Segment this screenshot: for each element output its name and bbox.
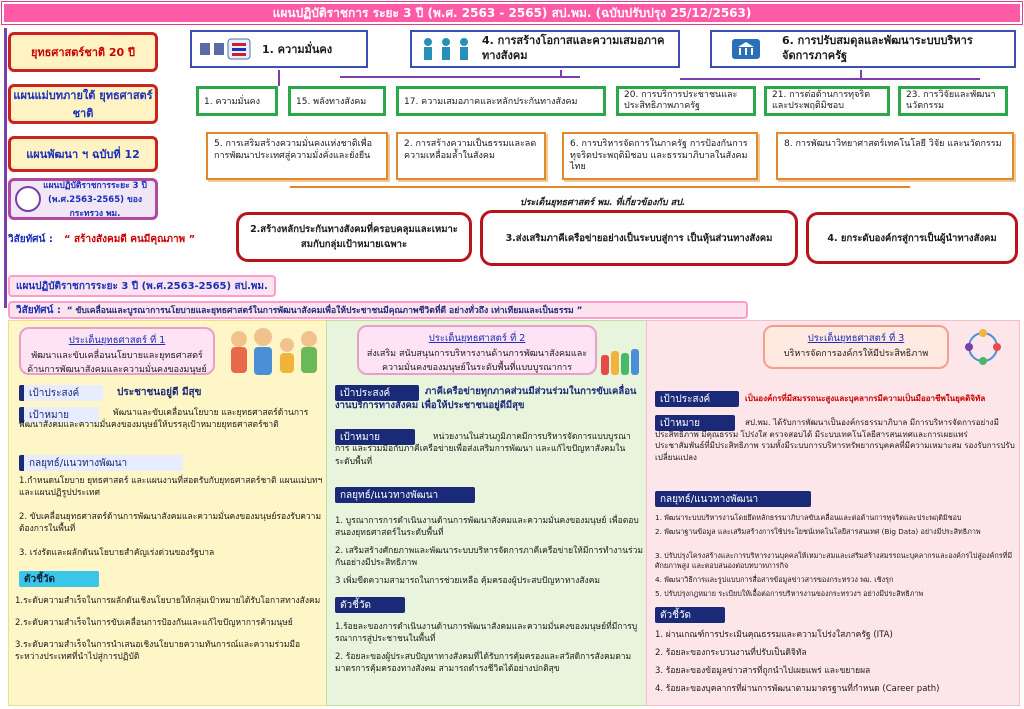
indicator-2-item-1: 1.ร้อยละของการดำเนินงานด้านการพัฒนาสังคม…: [335, 622, 638, 645]
page-title-banner: แผนปฏิบัติราชการ ระยะ 3 ปี (พ.ศ. 2563 - …: [1, 1, 1023, 25]
indicator-3-item-1: 1. ผ่านเกณฑ์การประเมินคุณธรรมและความโปร่…: [655, 630, 893, 640]
strategy-issue-1-text: พัฒนาและขับเคลื่อนนโยบายและยุทธศาสตร์ด้า…: [27, 351, 207, 375]
ministry-seal-icon: [15, 186, 41, 212]
strategy-issue-3: ประเด็นยุทธศาสตร์ ที่ 3 บริหารจัดการองค์…: [763, 325, 949, 369]
indicator-3-item-4: 4. ร้อยละของบุคลากรที่ผ่านการพัฒนาตามมาต…: [655, 684, 940, 694]
master-plan-label: แผนแม่บทภายใต้ ยุทธศาสตร์ชาติ: [8, 84, 158, 124]
strategy-issue-2-text: ส่งเสริม สนับสนุนการบริหารงานด้านการพัฒน…: [366, 349, 588, 373]
security-icon: [198, 35, 254, 63]
objective-3: เป็นองค์กรที่มีสมรรถนะสูงและบุคลากรมีควา…: [745, 394, 986, 403]
national-strategy-4-label: 4. การสร้างโอกาสและความเสมอภาคทางสังคม: [482, 34, 665, 62]
strategy-column-3: ประเด็นยุทธศาสตร์ ที่ 3 บริหารจัดการองค์…: [646, 320, 1020, 706]
strategy-issue-1-title: ประเด็นยุทธศาสตร์ ที่ 1: [68, 335, 166, 346]
connector: [860, 70, 862, 80]
strategy-1-item-2: 2. ขับเคลื่อนยุทธศาสตร์ด้านการพัฒนาสังคม…: [19, 512, 322, 535]
office-plan-label: แผนปฏิบัติราชการระยะ 3 ปี (พ.ศ.2563-2565…: [8, 275, 276, 297]
objective-label-3: เป้าประสงค์: [655, 391, 739, 407]
connector: [278, 70, 280, 86]
national-strategy-6: 6. การปรับสมดุลและพัฒนาระบบบริหารจัดการภ…: [710, 30, 1016, 68]
vision2-label: วิสัยทัศน์ :: [16, 304, 61, 316]
strategy-label-1: กลยุทธ์/แนวทางพัฒนา: [19, 455, 183, 471]
strategy-3-item-5: 5. ปรับปรุงกฎหมาย ระเบียบให้เอื้อต่อการบ…: [655, 589, 924, 598]
national-strategy-1-label: 1. ความมั่นคง: [262, 43, 333, 56]
indicator-label-2: ตัวชี้วัด: [335, 597, 405, 613]
strategy-1-item-1: 1.กำหนดนโยบาย ยุทธศาสตร์ และแผนงานที่สอด…: [19, 476, 323, 499]
target-label-2: เป้าหมาย: [335, 429, 415, 445]
strategy-issue-2: ประเด็นยุทธศาสตร์ ที่ 2 ส่งเสริม สนับสนุ…: [357, 325, 597, 375]
master-plan-21: 21. การต่อต้านการทุจริตและประพฤติมิชอบ: [764, 86, 890, 116]
connector: [290, 186, 910, 188]
strategy-3-item-2: 2. พัฒนาฐานข้อมูล และเสริมสร้างการใช้ประ…: [655, 527, 981, 536]
vision1-label: วิสัยทัศน์ :: [8, 234, 53, 245]
master-plan-17: 17. ความเสมอภาคและหลักประกันทางสังคม: [396, 86, 606, 116]
objective-label-2: เป้าประสงค์: [335, 385, 419, 401]
dev-plan-2: 2. การสร้างความเป็นธรรมและลดความเหลื่อมล…: [396, 132, 546, 180]
connector: [680, 78, 980, 80]
government-building-icon: [718, 35, 774, 63]
target-2: หน่วยงานในส่วนภูมิภาคมีการบริหารจัดการแบ…: [335, 432, 631, 467]
ministry-issues-label: ประเด็นยุทธศาสตร์ พม. ที่เกี่ยวข้องกับ ส…: [520, 198, 686, 208]
ministry-issue-4: 4. ยกระดับองค์กรสู่การเป็นผู้นำทางสังคม: [806, 212, 1018, 264]
family-illustration: [221, 325, 325, 377]
indicator-1-item-1: 1.ระดับความสำเร็จในการผลักดันเชิงนโยบายใ…: [15, 596, 321, 606]
connector: [340, 76, 580, 78]
people-icon: [418, 35, 474, 63]
dev-plan-6: 6. การบริหารจัดการในภาครัฐ การป้องกันการ…: [562, 132, 758, 180]
target-label-3: เป้าหมาย: [655, 415, 735, 431]
strategy-label-2: กลยุทธ์/แนวทางพัฒนา: [335, 487, 475, 503]
connector: [560, 70, 562, 78]
objective-label-1: เป้าประสงค์: [19, 385, 103, 401]
strategy-label-3: กลยุทธ์/แนวทางพัฒนา: [655, 491, 811, 507]
strategy-column-2: ประเด็นยุทธศาสตร์ ที่ 2 ส่งเสริม สนับสนุ…: [326, 320, 648, 706]
objective-2: ภาคีเครือข่ายทุกภาคส่วนมีส่วนร่วมในการขั…: [335, 386, 637, 412]
strategy-3-item-1: 1. พัฒนาระบบบริหารงานโดยยึดหลักธรรมาภิบา…: [655, 513, 962, 522]
strategy-column-1: ประเด็นยุทธศาสตร์ ที่ 1 พัฒนาและขับเคลื่…: [8, 320, 330, 706]
target-1: พัฒนาและขับเคลื่อนนโยบาย และยุทธศาสตร์ด้…: [19, 408, 309, 431]
left-connector: [4, 28, 7, 308]
national-strategy-6-label: 6. การปรับสมดุลและพัฒนาระบบบริหารจัดการภ…: [782, 34, 973, 62]
strategy-issue-3-title: ประเด็นยุทธศาสตร์ ที่ 3: [807, 333, 905, 344]
national-strategy-4: 4. การสร้างโอกาสและความเสมอภาคทางสังคม: [410, 30, 680, 68]
strategy-2-item-1: 1. บูรณาการการดำเนินงานด้านการพัฒนาสังคม…: [335, 516, 639, 539]
master-plan-1: 1. ความมั่นคง: [196, 86, 278, 116]
strategy-3-item-3: 3. ปรับปรุงโครงสร้างและการบริหารงานบุคคล…: [655, 551, 1013, 571]
indicator-3-item-2: 2. ร้อยละของกระบวนงานที่ปรับเป็นดิจิทัล: [655, 648, 807, 658]
strategy-2-item-2: 2. เสริมสร้างศักยภาพและพัฒนาระบบบริหารจั…: [335, 546, 643, 569]
ministry-plan-text: แผนปฏิบัติราชการระยะ 3 ปี (พ.ศ.2563-2565…: [43, 181, 147, 219]
national-strategy-label: ยุทธศาสตร์ชาติ 20 ปี: [8, 32, 158, 72]
indicator-3-item-3: 3. ร้อยละของข้อมูลข่าวสารที่ถูกนำไปเผยแพ…: [655, 666, 871, 676]
indicator-label-1: ตัวชี้วัด: [19, 571, 99, 587]
vision2-text: “ ขับเคลื่อนและบูรณาการนโยบายและยุทธศาสต…: [66, 306, 583, 316]
dev-plan-5: 5. การเสริมสร้างความมั่นคงแห่งชาติเพื่อก…: [206, 132, 388, 180]
ministry-issue-2: 2.สร้างหลักประกันทางสังคมที่ครอบคลุมและเ…: [236, 212, 472, 262]
vision1-text: “ สร้างสังคมดี คนมีคุณภาพ ”: [64, 234, 196, 245]
target-label-1: เป้าหมาย: [19, 407, 99, 423]
vision2-bar: วิสัยทัศน์ : “ ขับเคลื่อนและบูรณาการนโยบ…: [8, 301, 748, 319]
national-strategy-1: 1. ความมั่นคง: [190, 30, 368, 68]
strategy-issue-3-text: บริหารจัดการองค์กรให้มีประสิทธิภาพ: [783, 349, 929, 359]
strategy-issue-1: ประเด็นยุทธศาสตร์ ที่ 1 พัฒนาและขับเคลื่…: [19, 327, 215, 375]
strategy-3-item-4: 4. พัฒนาวิธีการและรูปแบบการสื่อสารข้อมูล…: [655, 575, 894, 584]
organization-network-icon: [953, 325, 1013, 369]
strategy-2-item-3: 3 เพิ่มขีดความสามารถในการช่วยเหลือ คุ้มค…: [335, 576, 600, 586]
target-3: สป.พม. ได้รับการพัฒนาเป็นองค์กรธรรมาภิบา…: [655, 418, 1015, 462]
indicator-1-item-3: 3.ระดับความสำเร็จในการนำเสนอเชิงนโยบายคว…: [15, 640, 301, 663]
dev-plan-8: 8. การพัฒนาวิทยาศาสตร์เทคโนโลยี วิจัย แล…: [776, 132, 1014, 180]
master-plan-23: 23. การวิจัยและพัฒนานวัตกรรม: [898, 86, 1008, 116]
master-plan-20: 20. การบริการประชาชนและประสิทธิภาพภาครัฐ: [616, 86, 756, 116]
ministry-issue-3: 3.ส่งเสริมภาคีเครือข่ายอย่างเป็นระบบสู่ก…: [480, 210, 798, 266]
objective-1: ประชาชนอยู่ดี มีสุข: [117, 387, 202, 398]
ministry-plan-label: แผนปฏิบัติราชการระยะ 3 ปี (พ.ศ.2563-2565…: [8, 178, 158, 220]
dev-plan-label: แผนพัฒนา ฯ ฉบับที่ 12: [8, 136, 158, 172]
indicator-2-item-2: 2. ร้อยละของผู้ประสบปัญหาทางสังคมที่ได้ร…: [335, 652, 632, 675]
network-hands-illustration: [599, 343, 645, 377]
strategy-1-item-3: 3. เร่งรัดและผลักดันนโยบายสำคัญเร่งด่วนข…: [19, 548, 215, 558]
indicator-label-3: ตัวชี้วัด: [655, 607, 725, 623]
master-plan-15: 15. พลังทางสังคม: [288, 86, 386, 116]
indicator-1-item-2: 2.ระดับความสำเร็จในการขับเคลื่อนการป้องก…: [15, 618, 293, 628]
strategy-issue-2-title: ประเด็นยุทธศาสตร์ ที่ 2: [428, 333, 526, 344]
